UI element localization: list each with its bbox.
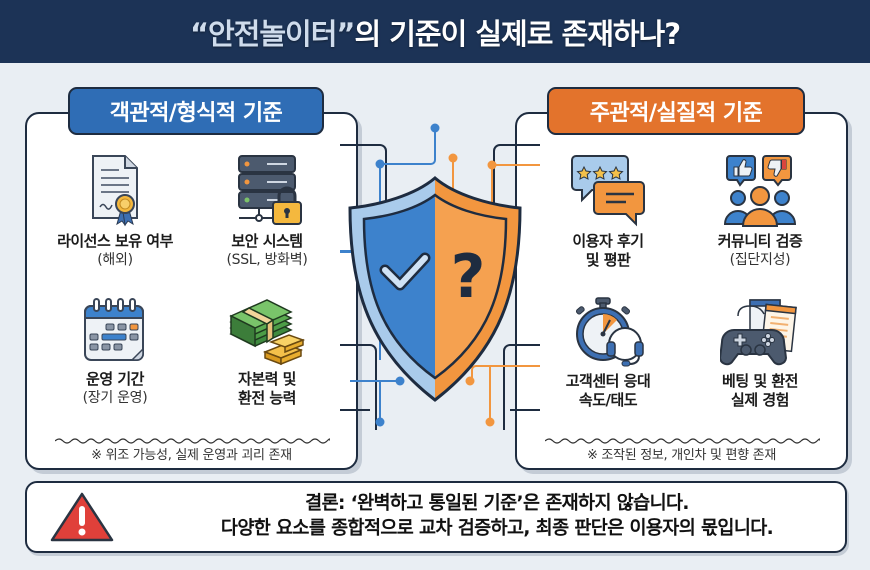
item-security: 보안 시스템 (SSL, 방화벽) [192, 152, 342, 269]
header-banner: “안전놀이터”의 기준이 실제로 존재하나? [0, 0, 870, 63]
subjective-criteria-panel: 이용자 후기 및 평판 커뮤니티 검증 (집단지성) [515, 112, 848, 470]
subjective-criteria-tag: 주관적/실질적 기준 [547, 87, 805, 135]
community-icon [723, 155, 797, 227]
item-customer-service: 고객센터 응대 속도/태도 [533, 296, 683, 410]
title-rest: 의 기준이 실제로 존재하나? [354, 16, 681, 51]
item-capital: 자본력 및 환전 능력 [192, 296, 342, 408]
item-title: 운영 기간 [86, 370, 144, 388]
caveat-note: ※ 위조 가능성, 실제 운영과 괴리 존재 [91, 448, 292, 463]
item-title: 라이선스 보유 여부 [57, 232, 173, 250]
conclusion-line-2: 다양한 요소를 종합적으로 교차 검증하고, 최종 판단은 이용자의 몫입니다. [220, 518, 774, 539]
stopwatch-headset-icon [575, 297, 644, 367]
item-subtitle: 환전 능력 [238, 389, 296, 407]
item-title: 보안 시스템 [231, 232, 303, 250]
item-subtitle: (SSL, 방화벽) [226, 252, 308, 268]
svg-text:?: ? [451, 242, 486, 312]
item-subtitle: (해외) [97, 252, 133, 268]
wave-divider [545, 438, 820, 444]
item-title: 베팅 및 환전 [722, 372, 798, 390]
title-quoted: “안전놀이터” [189, 16, 356, 51]
item-subtitle: 속도/태도 [578, 391, 638, 409]
review-chat-icon [571, 155, 645, 227]
item-title: 커뮤니티 검증 [717, 232, 803, 250]
warning-icon [50, 492, 114, 542]
item-subtitle: 실제 경험 [731, 391, 789, 409]
item-community: 커뮤니티 검증 (집단지성) [685, 152, 835, 269]
item-user-reviews: 이용자 후기 및 평판 [533, 152, 683, 270]
item-subtitle: (장기 운영) [82, 390, 148, 406]
conclusion-box: 결론: ‘완벽하고 통일된 기준’은 존재하지 않습니다. 다양한 요소를 종합… [25, 481, 847, 553]
caveat-note: ※ 조작된 정보, 개인차 및 편향 존재 [587, 448, 776, 463]
conclusion-line-1: 결론: ‘완벽하고 통일된 기준’은 존재하지 않습니다. [305, 493, 689, 514]
objective-criteria-tag: 객관적/형식적 기준 [68, 87, 324, 135]
wave-divider [55, 438, 330, 444]
server-lock-icon [238, 155, 302, 225]
calendar-icon [84, 298, 144, 361]
item-title: 이용자 후기 [572, 232, 644, 250]
item-subtitle: (집단지성) [729, 252, 791, 268]
certificate-icon [92, 155, 138, 227]
objective-criteria-panel: 라이선스 보유 여부 (해외) 보안 시스템 (SSL, 방화벽) [25, 112, 358, 470]
page-title: “안전놀이터”의 기준이 실제로 존재하나? [189, 11, 681, 53]
item-operation-period: 운영 기간 (장기 운영) [40, 296, 190, 407]
item-betting-experience: 베팅 및 환전 실제 경험 [685, 296, 835, 410]
money-gold-icon [229, 299, 306, 366]
shield-check-question-icon: ? [340, 123, 540, 430]
item-title: 고객센터 응대 [565, 372, 651, 390]
item-title: 자본력 및 [238, 370, 296, 388]
item-license: 라이선스 보유 여부 (해외) [40, 152, 190, 269]
gamepad-icon [720, 299, 797, 366]
item-subtitle: 및 평판 [585, 251, 631, 269]
conclusion-text: 결론: ‘완벽하고 통일된 기준’은 존재하지 않습니다. 다양한 요소를 종합… [177, 491, 817, 541]
